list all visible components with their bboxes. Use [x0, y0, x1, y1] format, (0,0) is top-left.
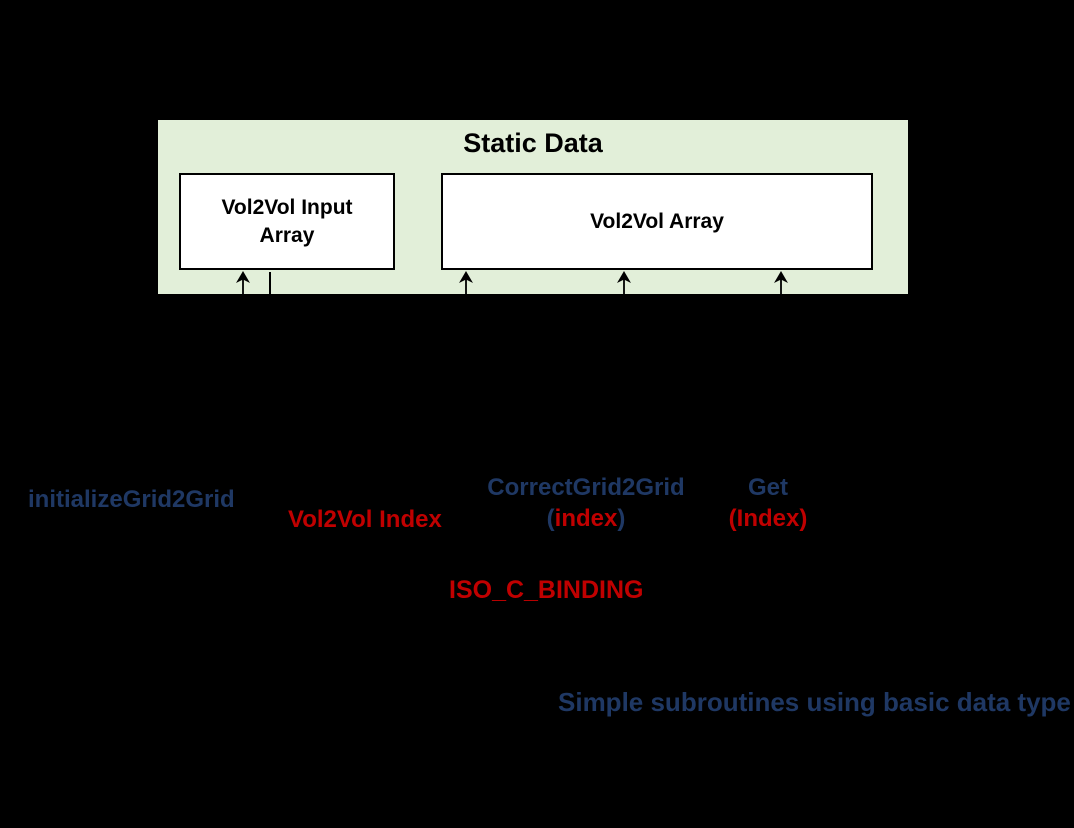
label-vol2vol-index: Vol2Vol Index [288, 506, 442, 533]
up-arrow-icon [774, 271, 788, 294]
up-arrow-icon [236, 271, 250, 294]
up-arrow-icon [459, 271, 473, 294]
static-data-panel: Static Data Vol2Vol Input Array Vol2Vol … [158, 120, 908, 295]
vol2vol-input-array-box: Vol2Vol Input Array [179, 173, 395, 270]
paren-open: ( [546, 505, 555, 532]
vol2vol-array-box: Vol2Vol Array [441, 173, 873, 270]
correct-grid2grid-name: CorrectGrid2Grid [487, 474, 685, 501]
label-iso-c-binding: ISO_C_BINDING [449, 576, 644, 604]
get-arg: (Index) [728, 505, 808, 532]
correct-grid2grid-args: (index) [470, 503, 702, 534]
label-simple-subroutines: Simple subroutines using basic data type [558, 687, 1071, 717]
correct-grid2grid-arg: index [554, 505, 618, 532]
label-initialize-grid2grid: initializeGrid2Grid [28, 486, 235, 513]
label-get: Get (Index) [690, 472, 846, 534]
label-correct-grid2grid: CorrectGrid2Grid (index) [470, 472, 702, 534]
get-name: Get [747, 474, 788, 501]
static-data-title: Static Data [463, 128, 603, 158]
vertical-tick-line [269, 272, 271, 295]
up-arrow-icon [617, 271, 631, 294]
paren-close: ) [617, 505, 626, 532]
